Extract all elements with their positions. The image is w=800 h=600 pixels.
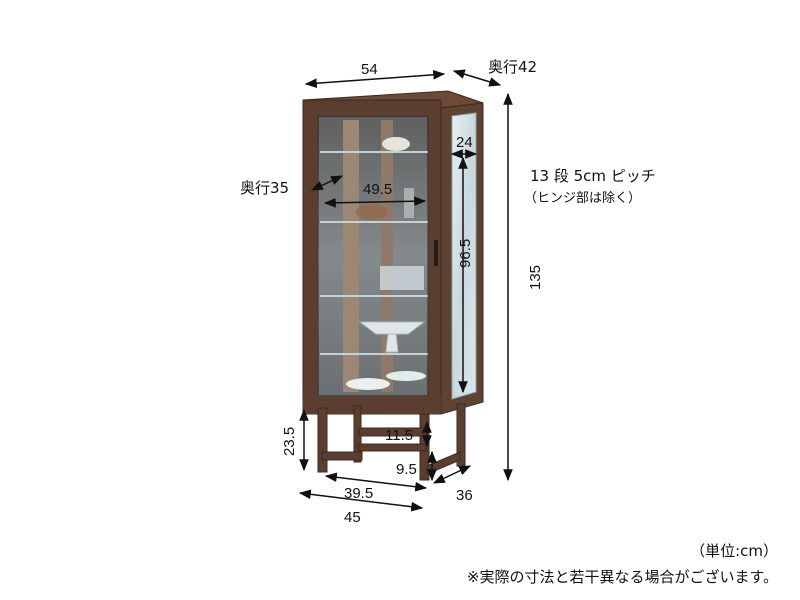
dim-line-base-inner-width [324, 472, 428, 492]
unit-label: （単位:cm） [690, 542, 778, 560]
label-depth-top: 奥行42 [488, 58, 537, 76]
label-clearance: 9.5 [396, 461, 417, 478]
label-interior-height: 96.5 [457, 239, 474, 268]
plate-icon [346, 378, 390, 390]
dim-line-inner-width [323, 196, 427, 208]
dim-line-base-width [298, 489, 424, 512]
dim-line-base-depth [432, 465, 472, 484]
dim-line-width-top [304, 69, 446, 89]
glasses-icon [380, 266, 424, 290]
cup-icon [382, 137, 410, 151]
label-stretcher: 11.5 [385, 427, 413, 444]
label-base-width: 45 [344, 509, 361, 526]
bowl-icon [356, 204, 388, 220]
glass-shelves [320, 151, 428, 355]
dimension-labels: 54 奥行42 奥行35 49.5 24 96.5 135 23.5 11.5 … [240, 58, 656, 526]
cabinet-illustration [302, 90, 484, 481]
label-total-height: 135 [527, 265, 544, 290]
dim-line-inner-depth [310, 175, 344, 191]
shelf-pitch-note: 13 段 5cm ピッチ [530, 167, 656, 185]
label-width-top: 54 [361, 61, 378, 78]
stretcher-bottom [357, 443, 427, 452]
label-inner-width: 49.5 [363, 181, 392, 198]
plate-icon-2 [386, 371, 426, 381]
label-base-depth: 36 [456, 487, 473, 504]
back-pillar-left [343, 120, 359, 392]
dim-line-depth-top [452, 69, 502, 87]
disclaimer-note: ※実際の寸法と若干異なる場合がございます。 [466, 568, 778, 586]
label-side-panel: 24 [456, 134, 473, 151]
cake-stand-icon [358, 321, 426, 353]
dimension-lines [298, 69, 513, 512]
leg-front-left [317, 407, 328, 473]
stretcher-front [321, 451, 363, 461]
cabinet-interior [318, 116, 428, 396]
shelf-hinge-note: （ヒンジ部は除く） [524, 191, 641, 206]
label-leg-height: 23.5 [281, 427, 298, 456]
front-glass-door [317, 115, 429, 397]
label-inner-depth: 奥行35 [240, 179, 289, 197]
cabinet-bottom-rail [303, 396, 441, 414]
door-handle [434, 240, 438, 266]
label-base-inner-width: 39.5 [344, 485, 373, 502]
displayed-items [346, 137, 426, 390]
